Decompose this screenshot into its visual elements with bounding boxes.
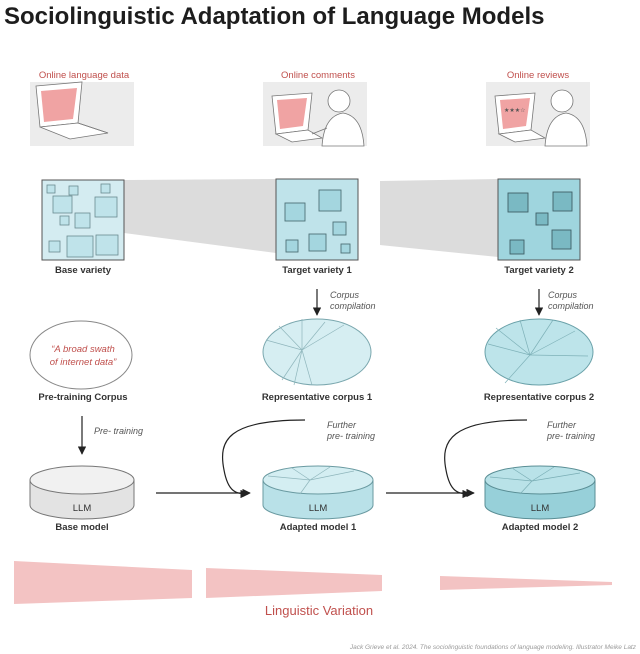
adapted-model-1-label: Adapted model 1 xyxy=(280,522,357,533)
further-label-2-line2: pre- training xyxy=(546,431,595,441)
representative-corpus-2-label: Representative corpus 2 xyxy=(484,392,594,403)
representative-corpus-1-label: Representative corpus 1 xyxy=(262,392,373,403)
base-model-llm-text: LLM xyxy=(73,503,92,514)
pretraining-quote-line1: “A broad swath xyxy=(51,344,115,355)
variation-bar-3 xyxy=(440,576,612,590)
source-label-online-comments: Online comments xyxy=(281,70,355,81)
zoom-projection-2 xyxy=(380,179,498,257)
target-variety-1-square xyxy=(275,178,359,261)
compilation-label-2-line1: Corpus xyxy=(548,290,578,300)
representative-corpus-2-circle xyxy=(484,318,594,386)
zoom-projection-1 xyxy=(124,179,276,253)
source-person-laptop-illustration-1 xyxy=(263,82,367,147)
source-laptop-illustration xyxy=(30,81,134,146)
further-pretraining-arrow-1 xyxy=(221,419,306,499)
source-label-online-language-data: Online language data xyxy=(39,70,130,81)
target-variety-1-label: Target variety 1 xyxy=(282,265,352,276)
compilation-label-1-line2: compilation xyxy=(330,301,376,311)
further-label-2-line1: Further xyxy=(547,420,577,430)
target-variety-2-label: Target variety 2 xyxy=(504,265,574,276)
pretraining-corpus-circle xyxy=(29,320,133,390)
base-model-disk xyxy=(29,465,135,520)
review-stars-icon: ★★★☆ xyxy=(504,107,526,114)
pretraining-corpus-label: Pre-training Corpus xyxy=(38,392,127,403)
diagram-title: Sociolinguistic Adaptation of Language M… xyxy=(4,3,544,30)
adapted-model-1-disk xyxy=(262,465,374,520)
adapted-model-2-label: Adapted model 2 xyxy=(502,522,579,533)
adapted-model-2-disk xyxy=(484,465,596,520)
source-person-laptop-illustration-2: ★★★☆ xyxy=(486,82,590,147)
base-model-label: Base model xyxy=(55,522,108,533)
adapted-model-1-llm-text: LLM xyxy=(309,503,328,514)
base-variety-square xyxy=(41,179,125,261)
compilation-label-1-line1: Corpus xyxy=(330,290,360,300)
further-pretraining-arrow-2 xyxy=(444,419,528,499)
compilation-label-2-line2: compilation xyxy=(548,301,594,311)
adapted-model-2-llm-text: LLM xyxy=(531,503,550,514)
further-label-1-line1: Further xyxy=(327,420,357,430)
pretraining-quote-line2: of internet data” xyxy=(50,357,117,368)
linguistic-variation-label: Linguistic Variation xyxy=(265,603,373,618)
pretraining-label: Pre- training xyxy=(94,426,143,436)
base-variety-label: Base variety xyxy=(55,265,112,276)
further-label-1-line2: pre- training xyxy=(326,431,375,441)
variation-bar-2 xyxy=(206,568,382,598)
source-label-online-reviews: Online reviews xyxy=(507,70,570,81)
credit-line: Jack Grieve et al. 2024. The sociolingui… xyxy=(349,644,637,651)
target-variety-2-square xyxy=(497,178,581,261)
representative-corpus-1-circle xyxy=(262,318,372,386)
variation-bar-1 xyxy=(14,561,192,604)
